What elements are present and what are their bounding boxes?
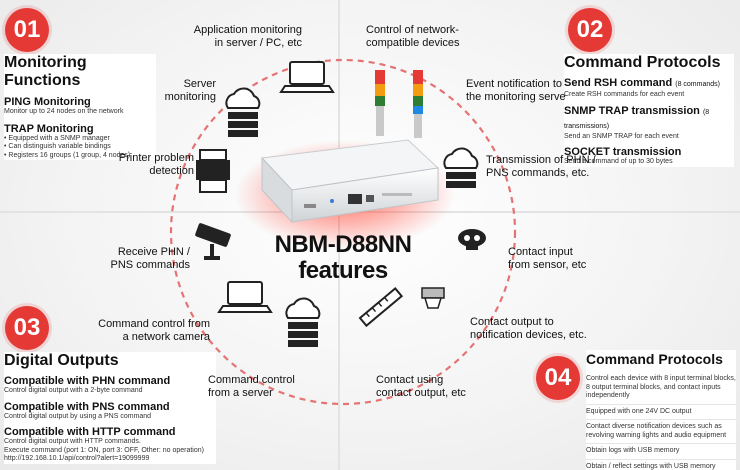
security-camera-icon [195,223,231,260]
item-heading-row: Send RSH command (8 commands) [564,77,734,91]
signal-tower-icon [375,70,423,138]
section-title: Command Protocols [564,54,721,71]
section-command-protocols-bottom: Command Protocols Control each device wi… [586,350,736,470]
section-number-badge: 01 [5,8,49,52]
list-item: Can distinguish variable bindings [4,143,156,152]
label-receive-phn: Receive PHN / PNS commands [110,246,190,271]
item-description: Control digital output with a 2-byte com… [4,387,143,394]
item-heading: Compatible with PNS command [4,400,170,413]
item-heading-row: SNMP TRAP transmission (8 transmissions) [564,105,734,133]
label-command-camera: Command control from a network camera [98,318,210,343]
item-heading: Send RSH command [564,77,673,89]
section-number-badge: 04 [536,356,580,400]
cloud-server-icon [225,87,261,137]
label-contact-output: Contact output to notification devices, … [470,316,587,341]
item-bullet-list: Equipped with a SNMP manager Can disting… [4,135,156,161]
item-description: Send an SNMP TRAP for each event [564,132,679,140]
cloud-server-icon [443,147,479,188]
label-transmission-phn: Transmission of PHN / PNS commands, etc. [486,154,596,179]
item-description: Create RSH commands for each event [564,91,685,98]
laptop-icon [217,281,273,313]
list-item: Control each device with 8 input termina… [586,372,736,405]
sensor-icon [458,229,486,250]
device-unit [260,139,440,224]
laptop-icon [279,61,335,93]
section-digital-outputs: Digital Outputs Compatible with PHN comm… [4,352,216,464]
label-app-monitoring: Application monitoring in server / PC, e… [193,24,302,49]
product-name: NBM-D88NN [274,231,412,258]
label-control-network: Control of network- compatible devices [366,24,460,49]
item-description: Control digital output by using a PNS co… [4,412,152,420]
list-item: Obtain logs with USB memory [586,444,736,460]
item-heading: SOCKET transmission [564,146,682,158]
printer-icon [196,149,230,193]
label-contact-input: Contact input from sensor, etc [508,246,587,271]
list-item: Obtain / reflect settings with USB memor… [586,462,716,470]
lan-port [348,194,362,204]
item-description: Execute command (port 1: ON, port 3: OFF… [4,446,204,454]
label-server-monitoring: Server monitoring [164,78,216,103]
section-title: Command Protocols [586,351,723,367]
cloud-server-icon [285,297,321,347]
warning-light-icon [421,287,445,309]
item-note: (8 transmissions) [564,108,710,130]
item-heading: Compatible with PHN command [4,375,171,387]
ruler-sensor-icon [358,287,404,328]
item-note: (8 commands) [675,81,720,88]
item-heading: Compatible with HTTP command [4,426,176,438]
label-command-server: Command control from a server [208,374,295,399]
section-number-badge: 03 [5,306,49,350]
list-item: Equipped with one 24V DC output [586,405,736,420]
label-printer-problem: Printer problem detection [118,152,194,177]
product-subtitle: features [298,257,388,284]
section-title: Monitoring Functions [4,54,87,89]
list-item: Registers 16 groups (1 group, 4 nodes) [4,152,156,161]
section-number-badge: 02 [568,8,612,52]
section-monitoring-functions: Monitoring Functions PING Monitoring Mon… [4,54,156,160]
bullet-list: Control each device with 8 input termina… [586,372,736,470]
label-event-notification: Event notification to the monitoring ser… [466,78,566,103]
item-heading: PING Monitoring [4,96,91,108]
item-heading: SNMP TRAP transmission [564,104,700,117]
item-description: Monitor up to 24 nodes on the network [4,108,124,115]
list-item: Contact diverse notification devices suc… [586,420,736,444]
product-title: NBM-D88NN features [258,232,428,284]
item-description: Send a command of up to 30 bytes [564,158,673,165]
item-heading: TRAP Monitoring [4,122,94,135]
section-command-protocols-top: Command Protocols Send RSH command (8 co… [564,54,734,167]
dashed-orbit [169,58,517,406]
list-item: Equipped with a SNMP manager [4,135,156,144]
section-title: Digital Outputs [4,352,119,369]
http-example-url: http://192.168.10.1/api/control?alert=19… [4,455,150,462]
label-contact-output2: Contact using contact output, etc [376,374,466,399]
item-description: Control digital output with HTTP command… [4,438,141,445]
